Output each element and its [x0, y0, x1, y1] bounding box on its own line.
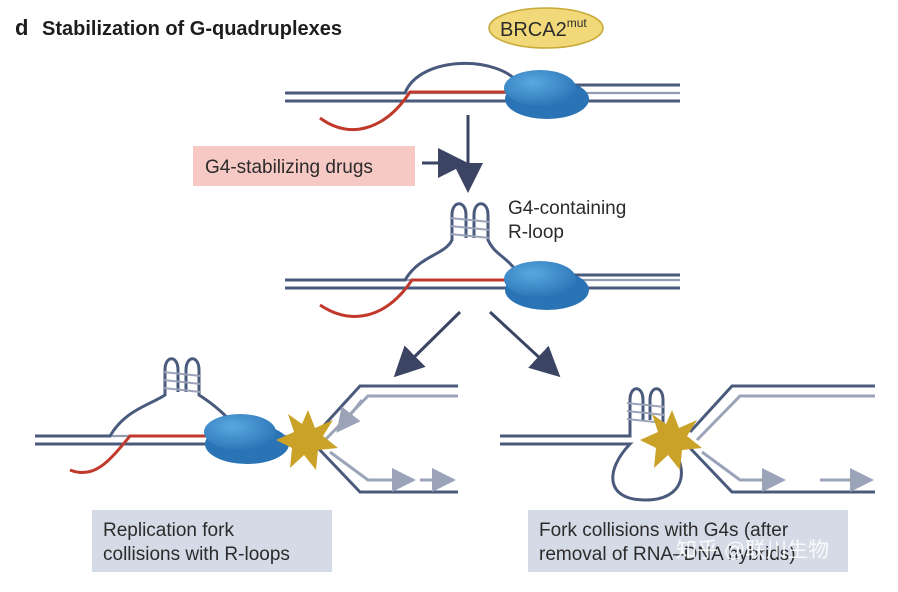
g4-label-line1: G4-containing [508, 198, 626, 219]
bottom-left-collision [35, 357, 458, 494]
drug-box: G4-stabilizing drugs [193, 146, 415, 186]
drug-label: G4-stabilizing drugs [205, 157, 373, 178]
g4-label-line2: R-loop [508, 222, 564, 243]
watermark: 知乎 @联川生物 [676, 539, 829, 562]
panel-title: Stabilization of G-quadruplexes [42, 18, 342, 40]
panel-header: d Stabilization of G-quadruplexes [15, 15, 342, 40]
middle-g4-r-loop [285, 202, 680, 318]
brca2-label: BRCA2mut [500, 16, 587, 41]
arrow-right-branch [488, 310, 561, 378]
svg-text:Replication fork: Replication fork [103, 520, 234, 541]
panel-letter: d [15, 15, 28, 40]
caption-left: Replication fork collisions with R-loops [92, 510, 332, 572]
collision-star-right [640, 410, 702, 470]
top-r-loop [285, 61, 680, 131]
caption-right: Fork collisions with G4s (after removal … [528, 510, 848, 572]
svg-text:Fork collisions with G4s (afte: Fork collisions with G4s (after [539, 520, 789, 541]
svg-text:removal of RNA–DNA hybrids): removal of RNA–DNA hybrids) [539, 544, 796, 565]
svg-text:collisions with R-loops: collisions with R-loops [103, 544, 290, 565]
brca2-badge: BRCA2mut [488, 7, 604, 49]
collision-star-left [276, 410, 338, 470]
arrow-left-branch [393, 310, 462, 378]
bottom-right-collision [500, 384, 875, 502]
